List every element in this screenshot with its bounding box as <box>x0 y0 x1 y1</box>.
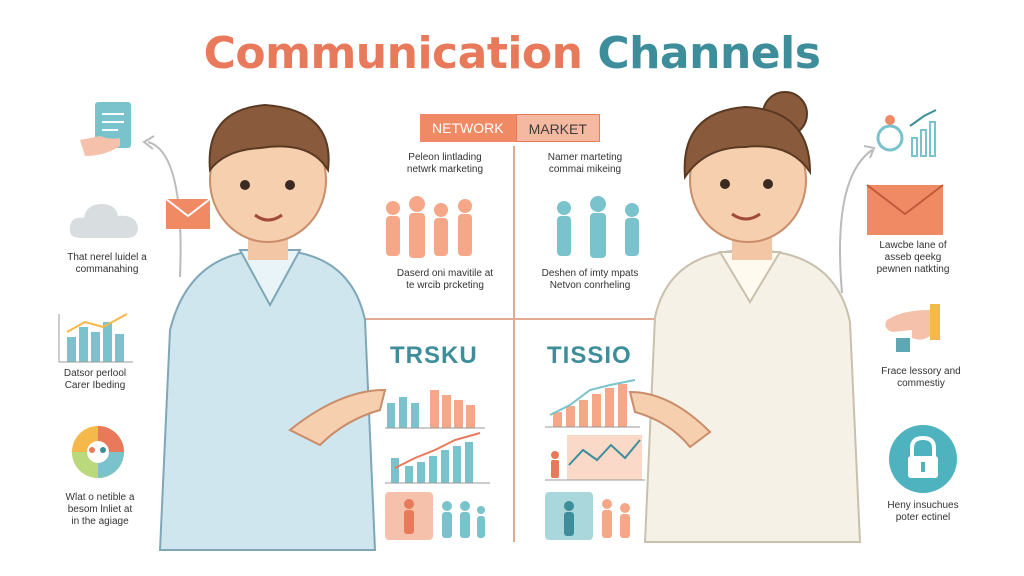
tab-network[interactable]: NETWORK <box>420 114 516 142</box>
right-people-group-icon <box>557 196 639 258</box>
right-person-illustration <box>628 91 862 543</box>
arrow-curve-left-icon <box>142 135 182 278</box>
center-left-label: TRSKU <box>390 342 478 369</box>
growth-icon <box>876 109 937 157</box>
center-right-label: TISSIO <box>547 342 632 369</box>
bar-chart-icon <box>58 313 133 363</box>
center-right-top-text: Namer marteting commai mikeing <box>547 152 623 175</box>
title-word-1: Communication <box>203 28 583 79</box>
vertical-divider <box>513 146 515 542</box>
page-title: Communication Channels <box>0 28 1024 79</box>
right-item-1-text: Lawcbe lane of asseb qeekg pewnen natkti… <box>876 240 950 275</box>
mail-icon <box>866 184 944 235</box>
arrow-curve-right-icon <box>839 145 876 294</box>
right-item-3-text: Heny insuchues poter ectinel <box>887 500 959 523</box>
left-bar-chart-2 <box>385 432 490 484</box>
left-item-2-text: Datsor perlool Carer Ibeding <box>63 368 127 391</box>
cloud-icon <box>69 204 138 238</box>
lock-icon <box>889 425 957 493</box>
channel-tabs: NETWORK MARKET <box>420 114 600 142</box>
center-left-top-text: Peleon lintlading netwrk marketing <box>406 152 484 175</box>
horizontal-divider <box>332 318 692 320</box>
left-person-illustration <box>158 103 387 551</box>
left-item-1-text: That nerel luidel a commanahing <box>67 252 147 275</box>
title-word-2: Channels <box>597 28 821 79</box>
right-line-chart <box>545 435 645 481</box>
right-item-2-text: Frace lessory and commestiy <box>881 366 961 389</box>
hand-icon <box>885 304 940 352</box>
envelope-icon <box>165 198 211 229</box>
tab-market[interactable]: MARKET <box>515 114 600 142</box>
document-icon <box>80 102 131 156</box>
left-people-card <box>385 492 485 540</box>
left-people-group-icon <box>386 196 472 258</box>
right-bar-chart-1 <box>545 379 640 428</box>
center-left-mid-text: Daserd oni mavitile at te wrcib prcketin… <box>396 268 494 291</box>
puzzle-wheel-icon <box>72 426 124 478</box>
center-right-mid-text: Deshen of imty mpats Netvon conrheling <box>541 268 639 291</box>
left-item-3-text: Wlat o netible a besom lnliet at in the … <box>65 492 135 527</box>
right-people-card <box>545 492 630 540</box>
left-bar-chart-1 <box>385 390 485 429</box>
